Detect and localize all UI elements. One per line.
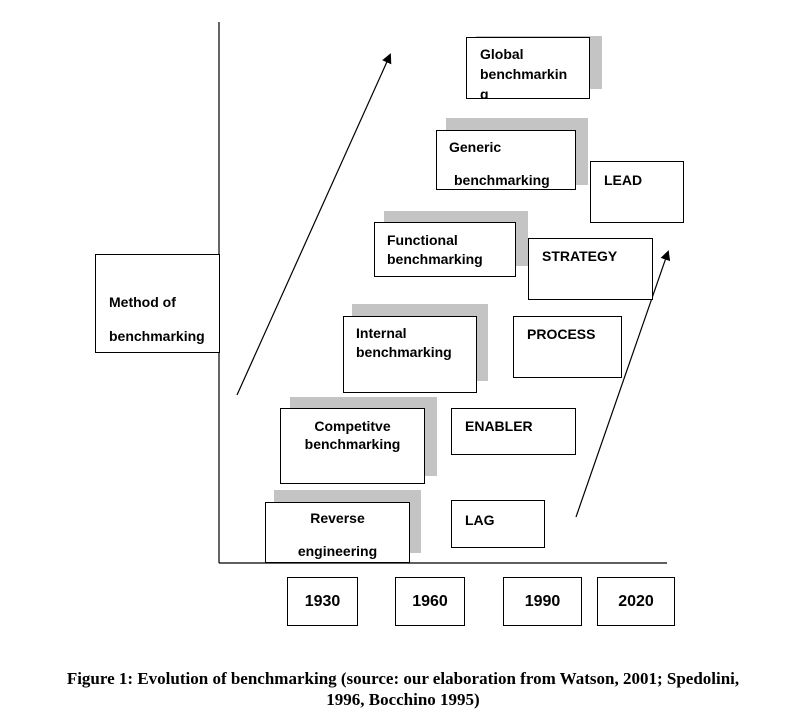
y-axis-label-box xyxy=(95,254,220,353)
year-box-1990: 1990 xyxy=(503,577,582,626)
methods-trend-arrow xyxy=(236,53,392,396)
caption-line1: Figure 1: Evolution of benchmarking (sou… xyxy=(66,669,740,688)
method-label-line2: benchmarking xyxy=(304,436,401,452)
method-label-line1: Internal xyxy=(356,325,407,341)
method-label-line3: g xyxy=(480,86,489,98)
method-label-clip: Global benchmarkin g xyxy=(467,38,589,98)
method-label-line1: Reverse xyxy=(310,510,365,526)
year-box-2020: 2020 xyxy=(597,577,675,626)
y-axis-label-line2: benchmarking xyxy=(109,328,205,344)
stage-label: LEAD xyxy=(604,172,643,188)
stage-box-lead xyxy=(590,161,684,223)
stage-box-lag xyxy=(451,500,545,548)
year-box-1930: 1930 xyxy=(287,577,358,626)
stage-box-strategy xyxy=(528,238,653,300)
method-label-line1: Global xyxy=(480,46,524,62)
stage-box-process xyxy=(513,316,622,378)
method-label-line2: benchmarking xyxy=(387,251,483,267)
method-label-line1: Competitve xyxy=(314,418,391,434)
method-label-line2: benchmarkin xyxy=(480,66,568,82)
method-label-line2: engineering xyxy=(297,543,378,559)
method-label-line2: benchmarking xyxy=(356,344,452,360)
stage-box-enabler xyxy=(451,408,576,455)
stage-label: ENABLER xyxy=(465,418,533,434)
caption-line2: 1996, Bocchino 1995) xyxy=(326,690,480,709)
method-box-generic xyxy=(436,130,576,190)
method-label-line1: Generic xyxy=(449,139,502,155)
stage-label: LAG xyxy=(465,512,495,528)
method-label-clip: benchmarking xyxy=(437,131,575,189)
method-box-internal xyxy=(343,316,477,393)
method-label-line1: Functional xyxy=(387,232,458,248)
method-label-line2: benchmarking xyxy=(454,172,550,188)
y-axis-label-line1: Method of xyxy=(109,294,176,310)
year-box-1960: 1960 xyxy=(395,577,465,626)
figure-caption: Figure 1: Evolution of benchmarking (sou… xyxy=(0,668,806,710)
method-box-global xyxy=(466,37,590,99)
stage-label: PROCESS xyxy=(527,326,596,342)
method-box-functional xyxy=(374,222,516,277)
method-box-competitive xyxy=(280,408,425,484)
method-box-reverse-engineering xyxy=(265,502,410,563)
stage-label: STRATEGY xyxy=(542,248,618,264)
